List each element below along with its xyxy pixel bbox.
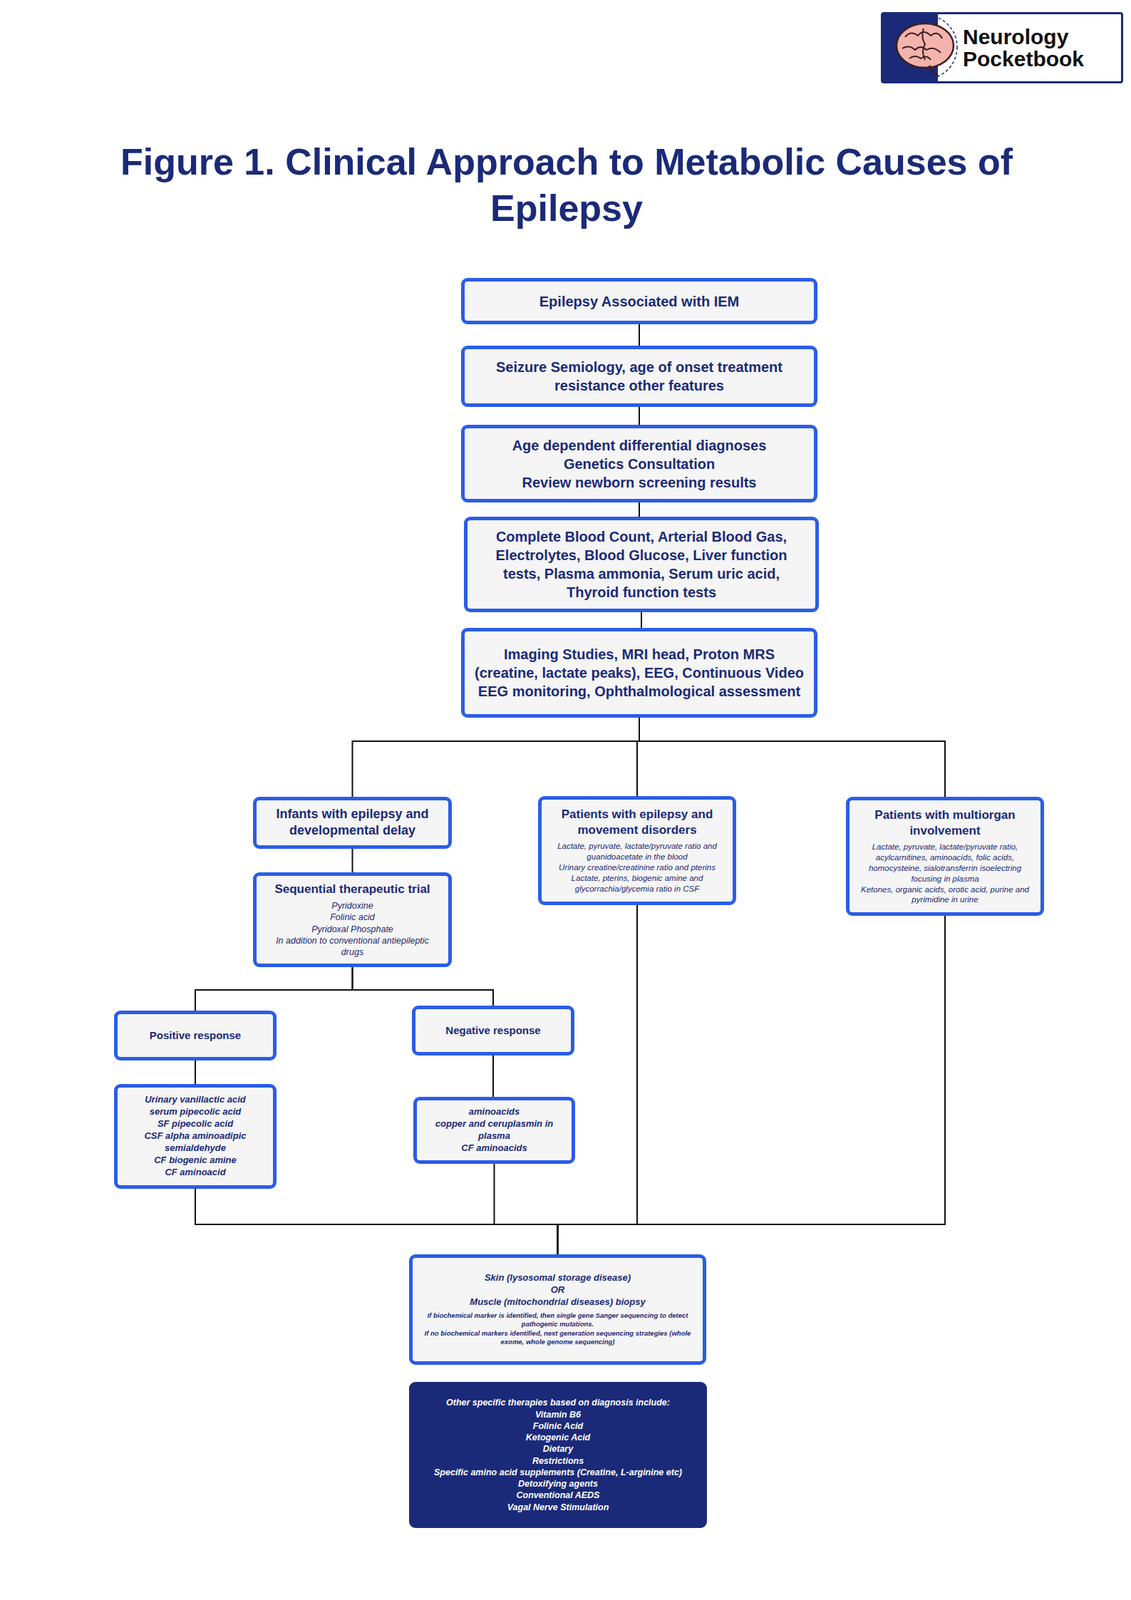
box-heading: Complete Blood Count, Arterial Blood Gas… xyxy=(476,527,807,602)
box-heading: aminoacids xyxy=(468,1106,521,1119)
box-body: Lactate, pyruvate, lactate/pyruvate rati… xyxy=(858,841,1032,885)
box-heading: Sequential therapeutic trial xyxy=(274,881,430,898)
box-heading: Patients with multiorgan involvement xyxy=(858,807,1032,839)
box-body: Ketones, organic acids, orotic acid, pur… xyxy=(858,884,1032,906)
logo-ground xyxy=(882,13,1122,82)
process-box: Epilepsy Associated with IEM xyxy=(461,277,818,325)
box-heading: Review newborn screening results xyxy=(522,473,757,492)
connector-line xyxy=(638,502,640,517)
brain-folds xyxy=(902,28,943,60)
connector-line xyxy=(492,1055,494,1097)
box-heading: Vagal Nerve Stimulation xyxy=(507,1501,610,1513)
box-heading: CF aminoacids xyxy=(461,1142,527,1155)
connector-line xyxy=(558,915,946,1255)
box-heading: Other specific therapies based on diagno… xyxy=(446,1396,670,1409)
box-heading: Skin (lysosomal storage disease) xyxy=(484,1272,631,1285)
box-heading: Neurology Pocketbook xyxy=(962,25,1122,71)
connector-line xyxy=(494,1163,559,1255)
box-heading: Positive response xyxy=(149,1028,241,1043)
box-heading: CF aminoacid xyxy=(164,1166,226,1179)
process-box: Positive response xyxy=(114,1010,277,1061)
connector-line xyxy=(195,967,353,1011)
box-heading: Genetics Consultation xyxy=(563,454,715,474)
box-heading: Detoxifying agents xyxy=(518,1478,598,1490)
box-heading: CSF alpha aminoadipic semialdehyde xyxy=(126,1130,265,1155)
box-heading: Folinic Acid xyxy=(533,1420,583,1432)
box-heading: Urinary vanillactic acid xyxy=(144,1093,246,1107)
process-box: Negative response xyxy=(411,1005,575,1056)
process-box: Patients with epilepsy and movement diso… xyxy=(538,796,737,906)
box-body: Pyridoxine xyxy=(331,900,373,912)
process-box: Urinary vanillactic acidserum pipecolic … xyxy=(114,1083,277,1189)
box-heading: Conventional AEDS xyxy=(516,1489,601,1501)
box-heading: OR xyxy=(550,1284,566,1297)
box-body: If no biochemical markers identified, ne… xyxy=(421,1329,695,1347)
box-body: If biochemical marker is identified, the… xyxy=(421,1311,695,1330)
box-heading: SF pipecolic acid xyxy=(157,1118,234,1131)
connector-line xyxy=(195,1188,559,1255)
process-box: Complete Blood Count, Arterial Blood Gas… xyxy=(463,516,819,613)
box-heading: Seizure Semiology, age of onset treatmen… xyxy=(473,357,806,395)
box-heading: copper and ceruplasmin in plasma xyxy=(425,1118,564,1143)
logo-box: Neurology Pocketbook xyxy=(880,12,1124,84)
box-heading: Patients with epilepsy and movement diso… xyxy=(550,806,725,839)
logo-ring xyxy=(892,14,958,80)
box-heading: Negative response xyxy=(445,1023,541,1038)
connector-line xyxy=(640,612,643,628)
box-heading: Age dependent differential diagnoses xyxy=(512,436,767,455)
process-box: aminoacidscopper and ceruplasmin in plas… xyxy=(413,1096,576,1164)
connector-line xyxy=(352,848,354,873)
box-heading: Infants with epilepsy and developmental … xyxy=(265,806,440,840)
process-box: Infants with epilepsy and developmental … xyxy=(252,796,452,849)
box-heading: Dietary xyxy=(543,1443,573,1455)
connector-line xyxy=(638,406,640,425)
process-box: Seizure Semiology, age of onset treatmen… xyxy=(461,345,818,407)
process-box: Skin (lysosomal storage disease)ORMuscle… xyxy=(409,1254,707,1365)
box-body: Folinic acid xyxy=(329,911,375,923)
box-body: Pyridoxal Phosphate xyxy=(311,923,394,936)
process-box: Age dependent differential diagnosesGene… xyxy=(461,424,818,503)
connector-line xyxy=(638,324,640,346)
connector-line xyxy=(194,1060,196,1084)
connector-line xyxy=(352,967,494,1006)
box-heading: Vitamin B6 xyxy=(535,1408,581,1421)
box-body: Lactate, pterins, biogenic amine and gly… xyxy=(550,873,725,895)
box-heading: Muscle (mitochondrial diseases) biopsy xyxy=(469,1296,645,1309)
brain-stem xyxy=(929,65,938,76)
figure-title: Figure 1. Clinical Approach to Metabolic… xyxy=(103,138,1030,232)
box-heading: Specific amino acid supplements (Creatin… xyxy=(434,1466,683,1479)
process-box: Sequential therapeutic trialPyridoxineFo… xyxy=(252,872,452,968)
connector-line xyxy=(352,717,640,797)
box-heading: Epilepsy Associated with IEM xyxy=(539,292,740,311)
box-body: In addition to conventional antiepilepti… xyxy=(265,935,440,959)
box-heading: serum pipecolic acid xyxy=(149,1106,242,1119)
therapy-box: Other specific therapies based on diagno… xyxy=(409,1381,707,1528)
box-body: Urinary creatine/creatinine ratio and pt… xyxy=(558,862,716,874)
connector-line xyxy=(639,717,945,797)
box-heading: Imaging Studies, MRI head, Proton MRS (c… xyxy=(473,644,806,701)
box-body: Lactate, pyruvate, lactate/pyruvate rati… xyxy=(550,840,725,863)
connector-line xyxy=(558,905,638,1255)
box-heading: Ketogenic Acid xyxy=(525,1431,591,1444)
box-heading: CF biogenic amine xyxy=(153,1154,237,1167)
box-heading: Restrictions xyxy=(532,1455,584,1467)
brain-icon xyxy=(896,23,954,68)
process-box: Patients with multiorgan involvementLact… xyxy=(845,796,1045,916)
process-box: Imaging Studies, MRI head, Proton MRS (c… xyxy=(461,627,818,718)
